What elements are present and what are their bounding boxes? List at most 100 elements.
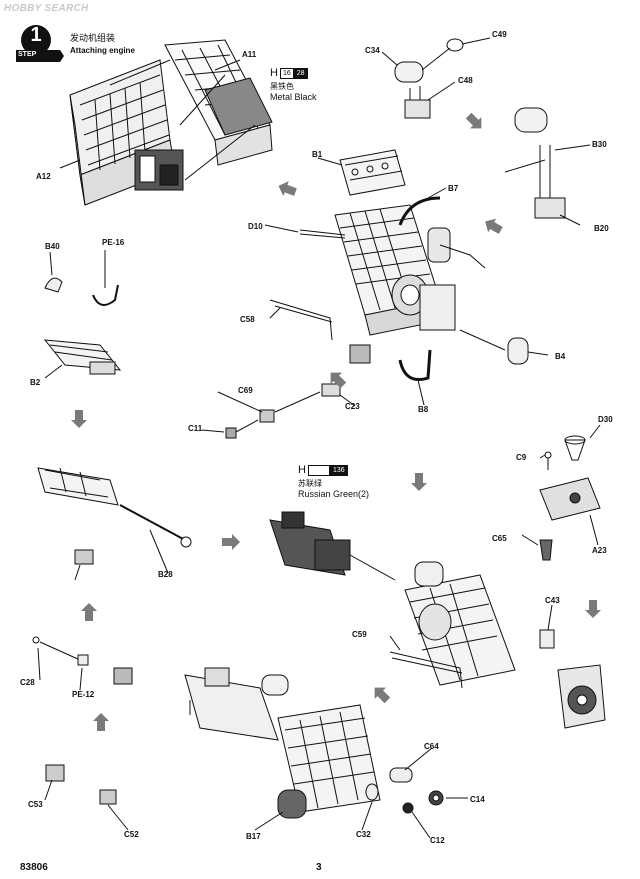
part-label-a12: A12 [36,172,51,181]
clip-b40 [44,277,63,293]
arrow-icon [330,372,347,389]
rod-c58 [269,299,333,341]
clip-c48 [404,99,431,119]
arrow-icon [374,687,391,704]
part-label-pe16: PE-16 [102,238,125,247]
color-name-cn: 苏联绿 [298,479,322,488]
washer-c49 [446,38,464,52]
final-assembly [184,667,381,813]
arrow-icon [222,534,240,550]
color-name-en: Russian Green(2) [298,489,370,499]
transmission-assembly [269,511,351,576]
arrow-icon [585,600,601,618]
bracket-b4 [507,337,529,365]
part-label-c65: C65 [492,534,507,543]
step-badge-icon [16,25,64,62]
part-label-b17: B17 [246,832,261,841]
arrow-icon [465,112,482,129]
step-title-cn: 发动机组装 [70,34,116,44]
ring-c12 [402,802,414,814]
step-word: STEP [18,51,37,58]
part-label-pe12: PE-12 [72,690,95,699]
color-name-en: Metal Black [270,92,317,102]
part-label-a23: A23 [592,546,607,555]
engine-assembly-center [334,204,486,336]
part-label-c9: C9 [516,453,527,462]
part-label-b8: B8 [418,405,429,414]
color-letter: H [270,67,278,79]
strap-pe16 [92,284,119,306]
part-label-c43: C43 [545,596,560,605]
shaft-b28 [119,504,186,541]
arrow-icon [93,713,109,731]
plug-c65 [539,539,553,561]
color-callout-metal-black: H 16 28 [270,67,308,79]
product-code: 83806 [20,862,48,873]
bracket-c43 [539,629,555,649]
part-c52 [99,789,117,805]
engine-cover-a11 [164,39,273,166]
part-label-b30: B30 [592,140,607,149]
part-label-c52: C52 [124,830,139,839]
part-label-c58: C58 [240,315,255,324]
part-b4-small [349,344,371,364]
part-label-c49: C49 [492,30,507,39]
part-label-c11: C11 [188,424,203,433]
arrow-icon [81,603,97,621]
connector [113,667,133,685]
part-label-c14: C14 [470,795,485,804]
color-name-cn: 黑铁色 [270,82,294,91]
part-label-c48: C48 [458,76,473,85]
part-label-b20: B20 [594,224,609,233]
part-label-d30: D30 [598,415,613,424]
part-label-c53: C53 [28,800,43,809]
part-label-b28: B28 [158,570,173,579]
fan-belt-b8 [398,349,432,381]
color-code: 136 [329,464,348,476]
engine-assembly-main [404,561,516,686]
part-c69 [259,409,275,423]
page-number: 3 [316,862,322,873]
assembly-guide-lines [109,59,256,181]
arrow-icon [411,473,427,491]
part-label-b4: B4 [555,352,566,361]
part-bottom-tube [74,549,94,565]
engine-block-a12 [69,59,184,206]
part-label-c64: C64 [424,742,439,751]
color-callout-russian-green: H 136 [298,464,348,476]
part-label-c23: C23 [345,402,360,411]
cylinder-b30 [514,107,548,133]
part-label-c12: C12 [430,836,445,845]
watermark-logo: HOBBY SEARCH [4,3,89,14]
arrow-icon [278,181,297,197]
arrow-icon [71,410,87,428]
part-label-b7: B7 [448,184,459,193]
part-c11 [225,427,237,439]
part-label-b40: B40 [45,242,60,251]
part-pe12 [77,654,89,666]
part-label-c32: C32 [356,830,371,839]
color-swatch [307,464,330,476]
step-title-en: Attaching engine [70,46,135,55]
step-number: 1 [30,24,42,46]
arrow-icon [485,218,503,234]
direction-arrows [71,112,601,731]
part-c53 [45,764,65,782]
color-code-alt: 28 [293,67,308,79]
part-c28 [32,636,40,644]
tube-assembly [37,467,119,506]
funnel-d30 [564,439,586,461]
fan-belt-b7 [398,196,441,226]
part-label-c34: C34 [365,46,380,55]
part-label-c69: C69 [238,386,253,395]
part-label-c59: C59 [352,630,367,639]
valve-cover-b1 [339,149,406,196]
part-label-a11: A11 [242,50,257,59]
rod-c59 [389,651,463,689]
cylinder-c34 [394,61,424,83]
color-letter: H [298,464,306,476]
cap-c32 [365,783,379,801]
part-label-c28: C28 [20,678,35,687]
